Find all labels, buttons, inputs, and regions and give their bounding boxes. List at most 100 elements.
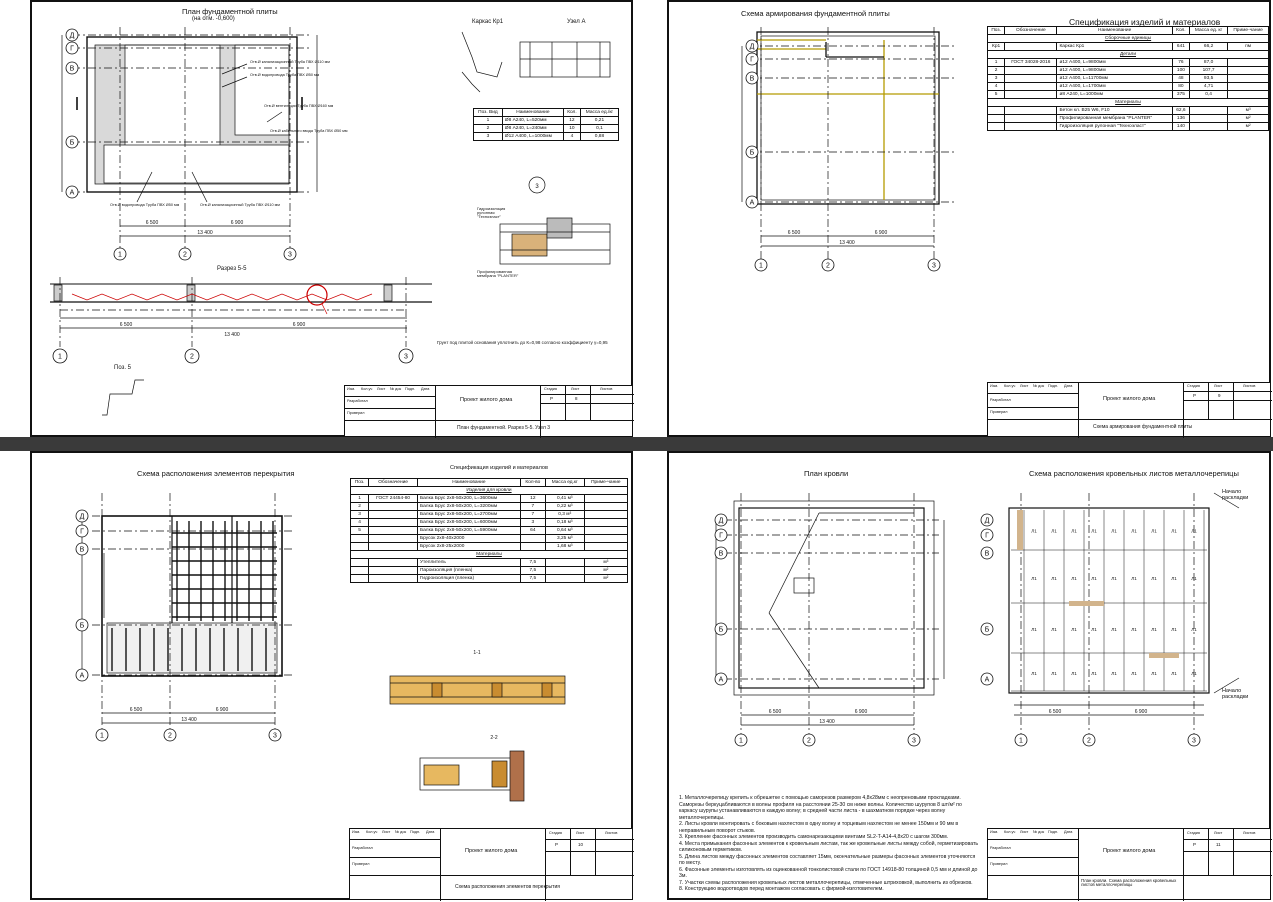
br-axis-B: Б: [719, 627, 724, 634]
table-cell: 3,25 м³: [544, 534, 585, 543]
sheet-mark: Л1: [1111, 576, 1117, 581]
table-cell: 5: [349, 526, 370, 535]
table-cell: [1188, 106, 1229, 115]
table-cell: м²: [1227, 122, 1269, 131]
table-header: Приме-чание: [1227, 26, 1269, 35]
table-cell: Балка Брус 2х8-50х200, L=3200мм: [416, 502, 521, 511]
stamp-razrab: Разработал: [352, 846, 373, 850]
cell: 1: [473, 116, 503, 125]
table-cell: 3: [349, 510, 370, 519]
brs-axis-1: 1: [1019, 738, 1023, 745]
table-cell: [368, 518, 418, 527]
callout-1: Отв.Ø канализационный Труба ПВХ Ø110 мм: [250, 60, 330, 64]
title-block: Изм. Кол.уч Лист № док Подп. Дата Разраб…: [987, 828, 1272, 901]
br-axis-1: 1: [739, 738, 743, 745]
table-section-header: Изделия для кровли: [350, 486, 628, 495]
table-cell: [368, 510, 418, 519]
sheet-mark: Л1: [1091, 576, 1097, 581]
table-cell: Бетон кл. В25 W6, F10: [1056, 106, 1173, 115]
axis-B: Б: [70, 140, 75, 147]
cell: 0,21: [579, 116, 620, 125]
table-cell: 80: [1171, 82, 1190, 91]
tr-axis-2: 2: [826, 263, 830, 270]
table-cell: Гидроизоляция (пленка): [416, 574, 521, 583]
sheet-mark: Л1: [1051, 576, 1057, 581]
stamp-razrab: Разработал: [990, 398, 1011, 402]
stamp-sheet-name: Схема армирования фундаментной плиты: [1093, 424, 1193, 430]
cell: 3: [473, 132, 503, 141]
table-cell: 4: [349, 518, 370, 527]
stamp-sheet: 10: [578, 842, 584, 847]
table-row: Изделия для кровли: [350, 486, 628, 495]
table-cell: 107,7: [1188, 66, 1229, 75]
table-cell: м²: [583, 566, 629, 575]
bl-axis-1: 1: [100, 733, 104, 740]
stamp-prover: Проверил: [990, 410, 1008, 414]
tr-axis-1: 1: [759, 263, 763, 270]
start-label-bottom: Начало раскладки: [1222, 688, 1249, 700]
table-cell: [349, 542, 370, 551]
floor-spec-title: Спецификация изделий и материалов: [450, 465, 548, 471]
table-cell: 3: [519, 518, 546, 527]
table-cell: 0,41 м³: [544, 494, 585, 503]
table-cell: [368, 542, 418, 551]
table-cell: 76: [1171, 58, 1190, 67]
stamp-prover: Проверил: [990, 862, 1008, 866]
br-axis-A: А: [719, 677, 724, 684]
plan-title: План фундаментной плиты: [182, 7, 278, 16]
th-name: Наименование: [501, 108, 564, 117]
stamp-kol: Кол.уч: [366, 830, 378, 834]
table-cell: 0,22 м³: [544, 502, 585, 511]
brs-axis-B: Б: [985, 627, 990, 634]
table-cell: м²: [1227, 114, 1269, 123]
cell: 4: [562, 132, 581, 141]
cell: 0,1: [579, 124, 620, 133]
table-section-header: Детали: [987, 50, 1269, 59]
table-cell: [368, 526, 418, 535]
tr-dim-2: 6 900: [875, 230, 888, 236]
stamp-prover: Проверил: [347, 411, 365, 415]
table-cell: 1: [349, 494, 370, 503]
table-header: Масса ед. кг: [1188, 26, 1229, 35]
sheet-mark: Л1: [1151, 529, 1157, 534]
table-cell: ø12 А400, L=11700мм: [1056, 74, 1173, 83]
sheet-mark: Л1: [1031, 576, 1037, 581]
section-axis-2: 2: [190, 354, 194, 361]
axis-G: Г: [70, 46, 74, 53]
sheet-mark: Л1: [1171, 529, 1177, 534]
pos-title: Поз. 5: [114, 365, 132, 371]
sheet-mark: Л1: [1091, 627, 1097, 632]
table-cell: Гидроизоляция рулонная "Техноэласт": [1056, 122, 1173, 131]
table-cell: 1: [986, 58, 1006, 67]
table-cell: [1227, 82, 1269, 91]
table-cell: 7,5: [519, 558, 546, 567]
sheet-mark: Л1: [1111, 627, 1117, 632]
sheet-mark: Л1: [1131, 671, 1137, 676]
tr-axis-3: 3: [932, 263, 936, 270]
table-cell: [1004, 114, 1058, 123]
sheet-mark: Л1: [1171, 671, 1177, 676]
table-cell: [986, 122, 1006, 131]
stamp-data: Дата: [421, 387, 430, 391]
table-row: Детали: [987, 50, 1269, 59]
stamp-stage-h: Стадия: [1187, 384, 1200, 388]
stamp-stage: Р: [555, 842, 559, 847]
table-cell: [368, 534, 418, 543]
gidro-label: Гидроизоляция рулонная "Техноэласт": [477, 206, 506, 219]
table-cell: ГОСТ 34028-2016: [1004, 58, 1058, 67]
table-cell: 0,64 м³: [544, 526, 585, 535]
table-cell: [544, 558, 585, 567]
stamp-razrab: Разработал: [347, 399, 368, 403]
plan-subtitle: (на отм. -0,600): [192, 16, 235, 22]
dim-total: 13 400: [197, 230, 213, 236]
cell: Ø8 А240, L=520мм: [501, 116, 564, 125]
membrane-label: Профилированная мембрана "PLANTER": [477, 269, 519, 278]
cell: Ø8 А240, L=240мм: [501, 124, 564, 133]
